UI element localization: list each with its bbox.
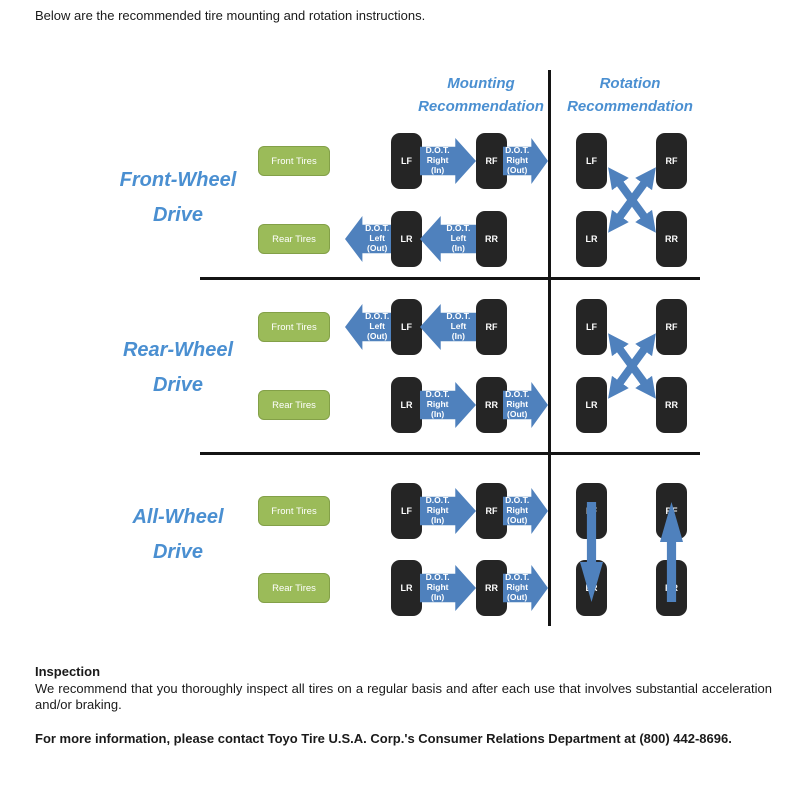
arrow-label: D.O.T. Right (Out) [505,389,530,419]
arrow-dot-left-in: D.O.T. Left (In) [420,304,476,350]
arrow-label: D.O.T. Right (In) [425,389,450,419]
row-label-front-wheel-drive: Front-Wheel Drive [119,169,237,226]
rotation-tire-rf: RF [656,133,687,189]
arrow-dot-right-in: D.O.T. Right (In) [420,565,476,611]
tire-lf: LF [391,133,422,189]
tire-lr: LR [391,377,422,433]
tire-rr: RR [476,211,507,267]
arrow-dot-left-out: D.O.T. Left (Out) [345,304,392,350]
rotation-cross-arrows [608,167,656,233]
tire-lf: LF [391,299,422,355]
arrow-label: D.O.T. Right (Out) [505,145,530,175]
arrow-label: D.O.T. Right (Out) [505,495,530,525]
arrow-dot-right-out: D.O.T. Right (Out) [503,565,548,611]
tire-rr: RR [476,377,507,433]
rotation-column-header: Rotation Recommendation [567,75,693,116]
row-label-all-wheel-drive: All-Wheel Drive [132,506,224,563]
rear-tires-badge: Rear Tires [258,390,330,420]
tire-lr: LR [391,560,422,616]
arrow-dot-right-in: D.O.T. Right (In) [420,488,476,534]
arrow-label: D.O.T. Right (Out) [505,572,530,602]
front-tires-badge: Front Tires [258,146,330,176]
arrow-label: D.O.T. Right (In) [425,495,450,525]
arrow-dot-right-out: D.O.T. Right (Out) [503,488,548,534]
inspection-paragraph: We recommend that you thoroughly inspect… [35,681,772,713]
rear-tires-badge: Rear Tires [258,573,330,603]
rotation-tire-lf: LF [576,133,607,189]
front-tires-badge: Front Tires [258,312,330,342]
arrow-dot-right-out: D.O.T. Right (Out) [503,138,548,184]
arrow-dot-left-out: D.O.T. Left (Out) [345,216,392,262]
arrow-label: D.O.T. Left (In) [446,311,471,341]
rotation-tire-rr: RR [656,211,687,267]
rotation-tire-rf: RF [656,299,687,355]
divider-horizontal-1 [200,277,700,280]
arrow-dot-left-in: D.O.T. Left (In) [420,216,476,262]
tire-rr: RR [476,560,507,616]
arrow-label: D.O.T. Right (In) [425,145,450,175]
rotation-cross-arrows [608,333,656,399]
divider-vertical [548,70,551,626]
rotation-tire-lr: LR [576,211,607,267]
arrow-label: D.O.T. Left (In) [446,223,471,253]
tire-rf: RF [476,299,507,355]
tire-rf: RF [476,133,507,189]
rotation-tire-lf: LF [576,299,607,355]
arrow-label: D.O.T. Right (In) [425,572,450,602]
row-label-rear-wheel-drive: Rear-Wheel Drive [122,339,234,396]
front-tires-badge: Front Tires [258,496,330,526]
contact-paragraph: For more information, please contact Toy… [35,731,732,746]
rear-tires-badge: Rear Tires [258,224,330,254]
intro-text: Below are the recommended tire mounting … [35,8,426,23]
inspection-heading: Inspection [35,664,101,679]
tire-lf: LF [391,483,422,539]
arrow-dot-right-out: D.O.T. Right (Out) [503,382,548,428]
divider-horizontal-2 [200,452,700,455]
tire-rf: RF [476,483,507,539]
arrow-dot-right-in: D.O.T. Right (In) [420,382,476,428]
arrow-label: D.O.T. Left (Out) [365,311,390,341]
rotation-tire-lr: LR [576,377,607,433]
rotation-tire-rr: RR [656,377,687,433]
arrow-dot-right-in: D.O.T. Right (In) [420,138,476,184]
mounting-column-header: Mounting Recommendation [418,75,544,116]
tire-lr: LR [391,211,422,267]
arrow-label: D.O.T. Left (Out) [365,223,390,253]
